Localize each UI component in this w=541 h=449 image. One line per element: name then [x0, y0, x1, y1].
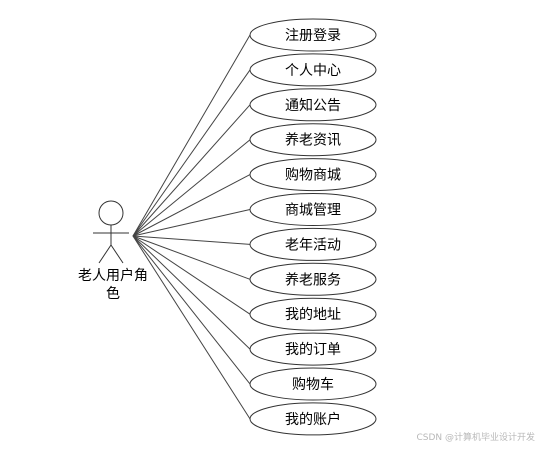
- association-line: [132, 235, 251, 280]
- use-case-label: 通知公告: [285, 97, 341, 114]
- use-case: 老年活动: [249, 227, 377, 261]
- actor-left-leg: [98, 244, 112, 264]
- use-case-label: 养老服务: [285, 272, 341, 288]
- use-case-label: 注册登录: [285, 28, 341, 44]
- use-case: 我的订单: [249, 332, 377, 366]
- association-line: [132, 235, 251, 385]
- use-case-label: 养老资讯: [285, 133, 341, 149]
- use-case: 我的账户: [249, 402, 377, 436]
- use-case-ellipse: [249, 227, 377, 261]
- use-case-ellipse: [249, 18, 377, 52]
- actor-head: [98, 200, 124, 226]
- association-line: [132, 209, 251, 237]
- actor-label-line1: 老人用户角: [78, 267, 148, 284]
- use-case: 个人中心: [249, 53, 377, 87]
- association-lines: [132, 34, 251, 420]
- use-case: 养老服务: [249, 262, 377, 296]
- use-case-ellipse: [249, 53, 377, 87]
- association-line: [132, 174, 251, 237]
- association-line: [132, 104, 251, 237]
- use-case-label: 老年活动: [285, 237, 341, 253]
- use-case-ellipse: [249, 158, 377, 192]
- actor: 老人用户角 色: [78, 200, 148, 302]
- association-line: [132, 235, 251, 420]
- use-case-ellipse: [249, 262, 377, 296]
- actor-right-leg: [110, 244, 124, 264]
- use-case: 通知公告: [249, 88, 377, 122]
- use-case-label: 购物商城: [285, 168, 341, 184]
- association-line: [132, 235, 251, 315]
- use-case: 注册登录: [249, 18, 377, 52]
- use-case-ellipse: [249, 297, 377, 331]
- use-case: 购物商城: [249, 158, 377, 192]
- use-case: 购物车: [249, 367, 377, 401]
- use-case-ellipse: [249, 402, 377, 436]
- association-line: [132, 235, 251, 245]
- use-case-ellipse: [249, 88, 377, 122]
- actor-label-line2: 色: [106, 285, 120, 302]
- use-case-label: 我的订单: [285, 342, 341, 358]
- use-case-label: 商城管理: [285, 203, 341, 219]
- use-case-label: 我的账户: [285, 411, 341, 428]
- use-case-ellipse: [249, 332, 377, 366]
- use-case-ellipse: [249, 123, 377, 157]
- association-line: [132, 34, 251, 237]
- use-case-ellipse: [249, 193, 377, 226]
- association-line: [132, 139, 251, 237]
- use-case-label: 购物车: [292, 376, 334, 393]
- use-case: 我的地址: [249, 297, 377, 331]
- use-case-label: 我的地址: [285, 307, 341, 323]
- use-case: 商城管理: [249, 193, 377, 226]
- use-case: 养老资讯: [249, 123, 377, 157]
- use-case-ellipse: [249, 367, 377, 401]
- association-line: [132, 235, 251, 350]
- watermark: CSDN @计算机毕业设计开发: [416, 433, 535, 443]
- use-cases: 注册登录个人中心通知公告养老资讯购物商城商城管理老年活动养老服务我的地址我的订单…: [249, 18, 377, 436]
- association-line: [132, 69, 251, 237]
- use-case-label: 个人中心: [285, 63, 341, 79]
